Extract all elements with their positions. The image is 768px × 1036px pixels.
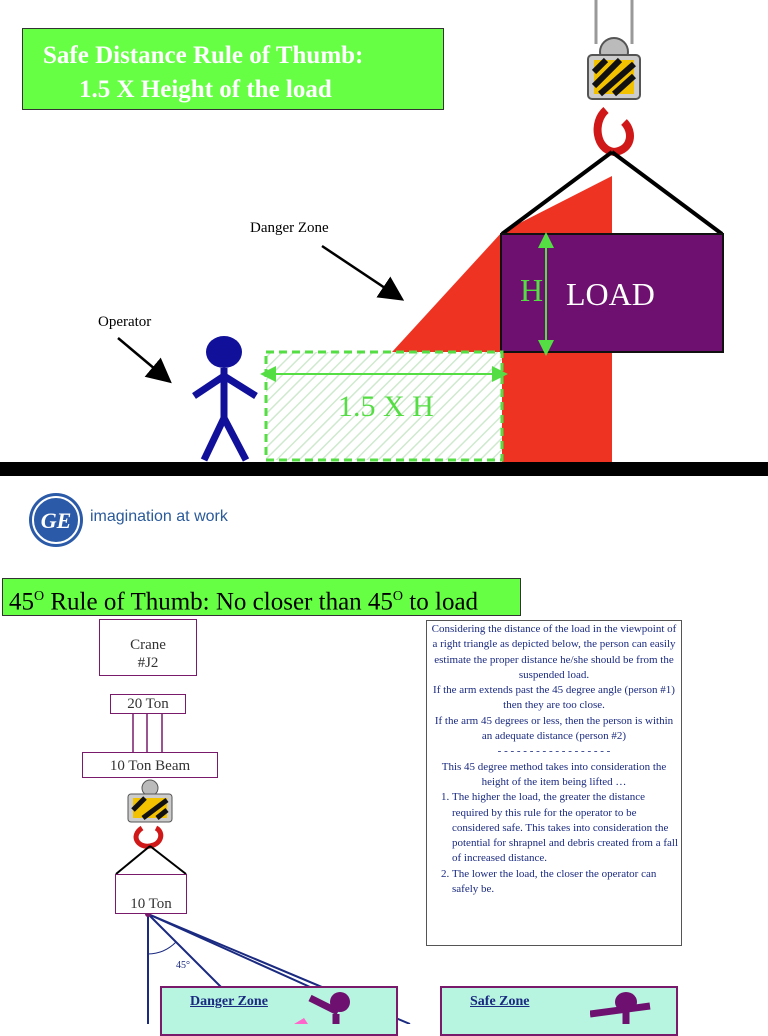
ge-logo-icon: GE [29,493,83,547]
crane-label-2: #J2 [137,655,159,671]
person-1-figure-icon [294,992,350,1024]
title-post: to load [403,588,479,616]
list-item: The lower the load, the closer the opera… [452,867,678,898]
operator-arrow [117,337,172,384]
crane-label-1: Crane [130,637,166,653]
explanation-list: The higher the load, the greater the dis… [430,790,678,897]
load-label: LOAD [566,276,655,312]
main-title-box: Safe Distance Rule of Thumb: 1.5 X Heigh… [22,28,444,110]
danger-zone-panel-label: Danger Zone [190,994,268,1009]
bottom-diagram: 45° [115,712,411,1024]
danger-zone-triangle [392,232,502,352]
operator-figure-icon [192,336,258,462]
explanation-person1: If the arm extends past the 45 degree an… [433,684,675,712]
main-title-line1: Safe Distance Rule of Thumb: [43,42,364,69]
height-label: H [520,272,544,308]
angle-label: 45° [176,960,190,971]
ground-line [0,462,768,476]
beam-box: 10 Ton Beam [82,752,218,778]
crane-box: Crane #J2 [99,619,197,676]
explanation-separator: - - - - - - - - - - - - - - - - - - [497,745,611,758]
explanation-box: Considering the distance of the load in … [426,620,682,946]
safe-zone-panel-label: Safe Zone [470,994,530,1009]
list-item: The higher the load, the greater the dis… [452,790,678,866]
rule-45-title-box: 45O Rule of Thumb: No closer than 45O to… [2,578,521,616]
operator-label: Operator [98,314,152,330]
main-title-line2: 1.5 X Height of the load [79,76,332,103]
crane-hook-block-icon [587,37,641,157]
small-hook-block-icon [127,779,173,849]
load-10-ton-box: 10 Ton [115,874,187,914]
title-mid: Rule of Thumb: No closer than 45 [44,588,393,616]
explanation-person2: If the arm 45 degrees or less, then the … [434,714,674,743]
top-diagram [0,0,768,476]
ge-tagline: imagination at work [90,508,228,525]
explanation-intro: Considering the distance of the load in … [431,623,677,681]
explanation-method: This 45 degree method takes into conside… [441,760,667,788]
title-degree-2: O [392,589,404,604]
danger-zone-label: Danger Zone [250,220,329,236]
danger-zone-panel: Danger Zone [160,986,398,1036]
crane-cable [594,0,634,44]
person-2-figure-icon [590,992,651,1024]
distance-label: 1.5 X H [338,390,434,423]
title-num-1: 45 [9,588,34,616]
sling-20-ton-box: 20 Ton [110,694,186,714]
title-degree-1: O [34,589,45,604]
danger-zone-arrow [321,244,405,301]
ge-logo-text: GE [41,508,72,533]
